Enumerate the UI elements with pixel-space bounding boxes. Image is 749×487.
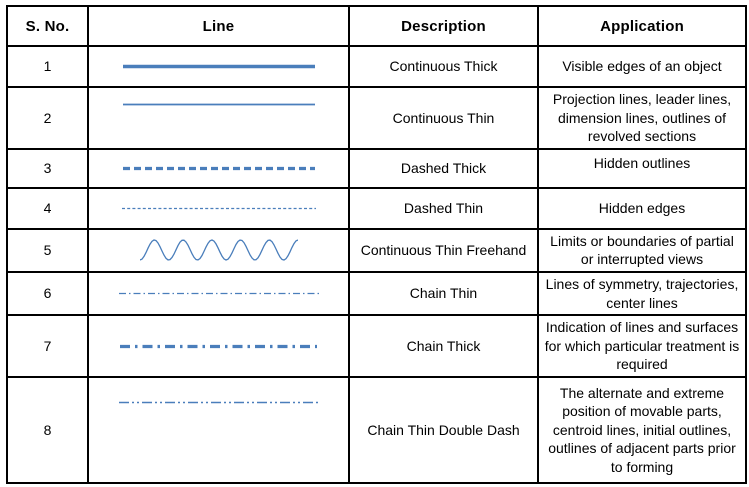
description-cell: Continuous Thin Freehand (348, 227, 539, 274)
table-row: 2 Continuous Thin Projection lines, lead… (6, 86, 747, 150)
application-cell: Lines of symmetry, trajectories, center … (537, 271, 747, 317)
description-cell: Dashed Thin (348, 186, 539, 230)
line-cell (87, 227, 350, 274)
line-types-table: S. No. Line Description Application 1 Co… (6, 5, 747, 485)
description-cell: Dashed Thick (348, 147, 539, 189)
table-row: 7 Chain Thick Indication of lines and su… (6, 314, 747, 379)
dashed-thick-line-sample (122, 166, 315, 170)
header-sno: S. No. (6, 5, 89, 47)
sno-cell: 3 (6, 147, 89, 189)
application-cell: Hidden outlines (537, 147, 747, 189)
description-cell: Chain Thin Double Dash (348, 376, 539, 485)
header-application: Application (537, 5, 747, 47)
line-cell (87, 45, 350, 88)
chain-thick-line-sample (120, 344, 317, 348)
table-row: 5 Continuous Thin Freehand Limits or bou… (6, 227, 747, 274)
line-cell (87, 271, 350, 317)
chain-thin-line-sample (118, 293, 319, 295)
description-cell: Chain Thin (348, 271, 539, 317)
line-cell (87, 314, 350, 379)
line-cell (87, 376, 350, 485)
table-row: 6 Chain Thin Lines of symmetry, trajecto… (6, 271, 747, 317)
header-row: S. No. Line Description Application (6, 5, 747, 47)
continuous-thin-line-sample (122, 103, 315, 106)
sno-cell: 6 (6, 271, 89, 317)
application-cell: Indication of lines and surfaces for whi… (537, 314, 747, 379)
header-description: Description (348, 5, 539, 47)
table-row: 3 Dashed Thick Hidden outlines (6, 147, 747, 189)
application-cell: Projection lines, leader lines, dimensio… (537, 86, 747, 150)
line-cell (87, 86, 350, 150)
header-line: Line (87, 5, 350, 47)
application-cell: The alternate and extreme position of mo… (537, 376, 747, 485)
application-cell: Hidden edges (537, 186, 747, 230)
sno-cell: 2 (6, 86, 89, 150)
application-cell: Limits or boundaries of partial or inter… (537, 227, 747, 274)
description-cell: Continuous Thick (348, 45, 539, 88)
freehand-line-sample (139, 239, 298, 262)
chain-thin-double-dash-line-sample (118, 401, 319, 404)
sno-cell: 4 (6, 186, 89, 230)
table-row: 8 Chain Thin Double Dash The alternate a… (6, 376, 747, 485)
table-row: 4 Dashed Thin Hidden edges (6, 186, 747, 230)
line-cell (87, 147, 350, 189)
sno-cell: 8 (6, 376, 89, 485)
continuous-thick-line-sample (122, 64, 315, 69)
application-cell: Visible edges of an object (537, 45, 747, 88)
sno-cell: 7 (6, 314, 89, 379)
line-cell (87, 186, 350, 230)
description-cell: Continuous Thin (348, 86, 539, 150)
sno-cell: 1 (6, 45, 89, 88)
sno-cell: 5 (6, 227, 89, 274)
table-row: 1 Continuous Thick Visible edges of an o… (6, 45, 747, 88)
dashed-thin-line-sample (121, 207, 316, 209)
description-cell: Chain Thick (348, 314, 539, 379)
